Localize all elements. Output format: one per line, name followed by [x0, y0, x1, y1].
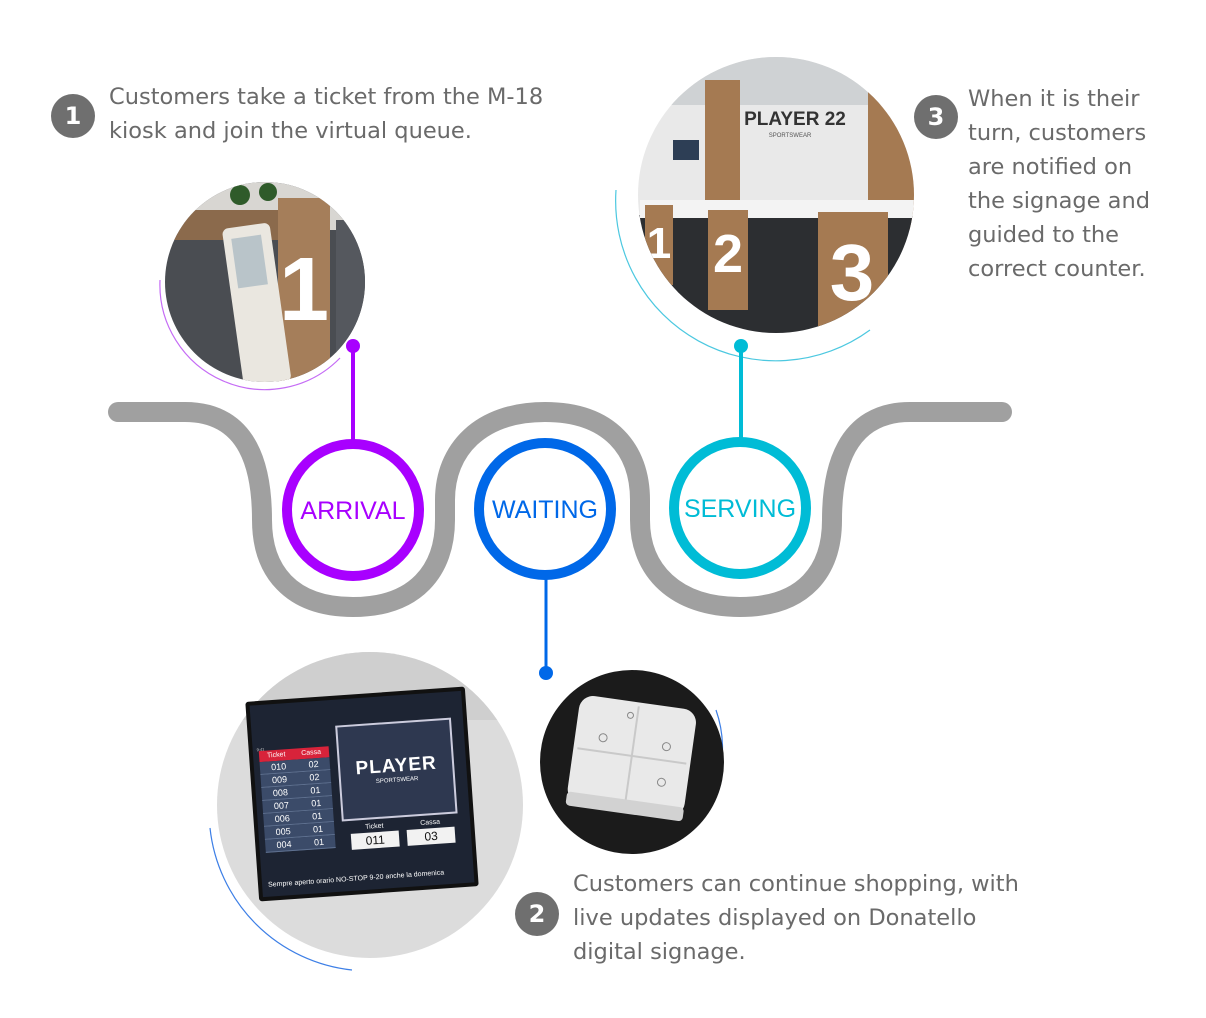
counter-number-3: 3 [830, 228, 875, 317]
stage-waiting-label: WAITING [492, 496, 598, 524]
signage-ticker: Sempre aperto orario NO-STOP 9-20 anche … [267, 869, 445, 889]
serving-dot [734, 339, 748, 353]
counter-number-2: 2 [713, 224, 743, 284]
step-1-text: Customers take a ticket from the M-18 ki… [109, 84, 544, 144]
kiosk-photo: 1 [159, 182, 365, 391]
counter-number-1: 1 [647, 219, 671, 268]
counter-brand-logo: PLAYER 22 [744, 109, 846, 130]
journey-path [108, 401, 1012, 618]
stage-arrival: ARRIVAL [282, 439, 424, 581]
kiosk-counter-number: 1 [279, 240, 329, 340]
step-2-badge: 2 [515, 892, 559, 936]
stage-waiting: WAITING [474, 438, 616, 580]
step-1-badge: 1 [51, 94, 95, 138]
stage-arrival-label: ARRIVAL [300, 497, 405, 525]
col-cassa: Cassa [300, 748, 322, 758]
counter-brand-sub: SPORTSWEAR [769, 133, 812, 139]
stage-serving-label: SERVING [684, 495, 796, 523]
step-2-text: Customers can continue shopping, with li… [573, 871, 1019, 965]
wireless-button-photo [540, 670, 724, 854]
col-ticket: Ticket [266, 751, 286, 760]
step-3-badge: 3 [914, 95, 958, 139]
counter-photo: PLAYER 22 SPORTSWEAR 1 2 3 [615, 57, 914, 362]
stage-serving: SERVING [669, 437, 811, 579]
waiting-dot [539, 666, 553, 680]
arrival-dot [346, 339, 360, 353]
step-3-text: When it is their turn, customers are not… [968, 86, 1150, 282]
